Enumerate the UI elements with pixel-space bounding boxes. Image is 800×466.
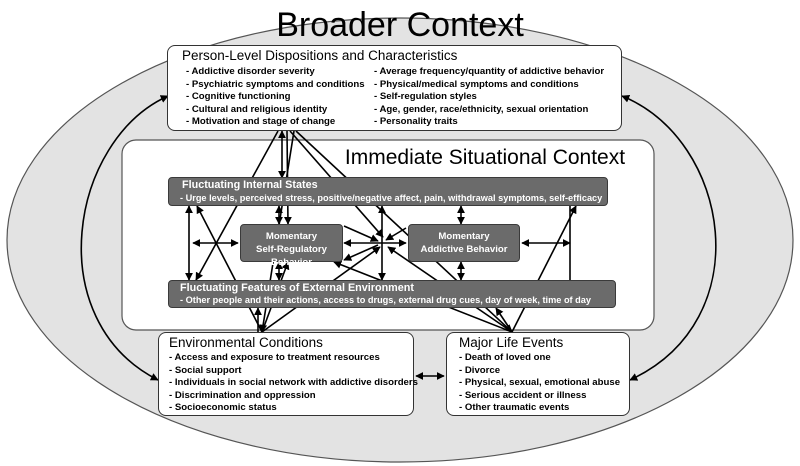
list-item: - Cultural and religious identity <box>186 103 328 115</box>
list-item: - Social support <box>169 364 242 376</box>
external-environment-title: Fluctuating Features of External Environ… <box>180 282 414 294</box>
arrow-diag-3 <box>385 227 407 241</box>
major-life-events-list: - Death of loved one - Divorce - Physica… <box>459 352 620 415</box>
list-item: - Average frequency/quantity of addictiv… <box>374 66 605 77</box>
environmental-conditions-box: Environmental Conditions - Access and ex… <box>158 332 418 416</box>
internal-states-subtitle: - Urge levels, perceived stress, positiv… <box>180 193 603 203</box>
list-item: - Access and exposure to treatment resou… <box>169 352 380 363</box>
list-item: - Physical/medical symptoms and conditio… <box>374 78 579 90</box>
addictive-behavior-line2: Addictive Behavior <box>420 244 508 255</box>
list-item: - Individuals in social network with add… <box>169 377 418 389</box>
list-item: - Divorce <box>459 364 501 376</box>
person-level-left-list: - Addictive disorder severity - Psychiat… <box>186 66 365 129</box>
person-level-box: Person-Level Dispositions and Characteri… <box>167 45 622 131</box>
immediate-context-title: Immediate Situational Context <box>344 146 626 169</box>
environmental-conditions-title: Environmental Conditions <box>169 335 323 350</box>
addictive-behavior-box: Momentary Addictive Behavior <box>408 224 520 262</box>
external-environment-box: Fluctuating Features of External Environ… <box>168 280 616 308</box>
list-item: - Discrimination and oppression <box>169 389 316 401</box>
environmental-conditions-list: - Access and exposure to treatment resou… <box>169 352 418 415</box>
arrow-left-curve <box>80 95 169 381</box>
self-regulatory-line1: Momentary <box>265 231 318 242</box>
list-item: - Physical, sexual, emotional abuse <box>459 377 621 389</box>
person-level-right-list: - Average frequency/quantity of addictiv… <box>374 66 604 129</box>
list-item: - Socioeconomic status <box>169 402 277 414</box>
list-item: - Motivation and stage of change <box>186 116 336 128</box>
addictive-behavior-line1: Momentary <box>438 231 490 242</box>
arrow-right-curve <box>621 95 717 381</box>
arrow-env-internal <box>196 205 263 333</box>
list-item: - Psychiatric symptoms and conditions <box>186 78 365 90</box>
self-regulatory-box: Momentary Self-Regulatory Behavior <box>240 224 343 268</box>
self-regulatory-line2: Self-Regulatory Behavior <box>256 244 327 268</box>
arrow-diag-1 <box>343 225 379 242</box>
arrow-life-external <box>495 307 513 333</box>
list-item: - Serious accident or illness <box>459 389 587 401</box>
list-item: - Self-regulation styles <box>374 91 477 103</box>
major-life-events-title: Major Life Events <box>459 335 564 350</box>
list-item: - Cognitive functioning <box>186 91 291 103</box>
internal-states-box: Fluctuating Internal States - Urge level… <box>168 177 608 206</box>
list-item: - Death of loved one <box>459 352 551 363</box>
list-item: - Age, gender, race/ethnicity, sexual or… <box>374 103 589 115</box>
external-environment-subtitle: - Other people and their actions, access… <box>180 295 591 305</box>
list-item: - Addictive disorder severity <box>186 66 315 77</box>
list-item: - Other traumatic events <box>459 402 570 414</box>
list-item: - Personality traits <box>374 116 458 128</box>
internal-states-title: Fluctuating Internal States <box>182 179 318 191</box>
person-level-title: Person-Level Dispositions and Characteri… <box>182 48 458 63</box>
major-life-events-box: Major Life Events - Death of loved one -… <box>446 332 630 416</box>
broader-context-title: Broader Context <box>276 6 524 44</box>
arrow-life-internal <box>511 205 577 333</box>
